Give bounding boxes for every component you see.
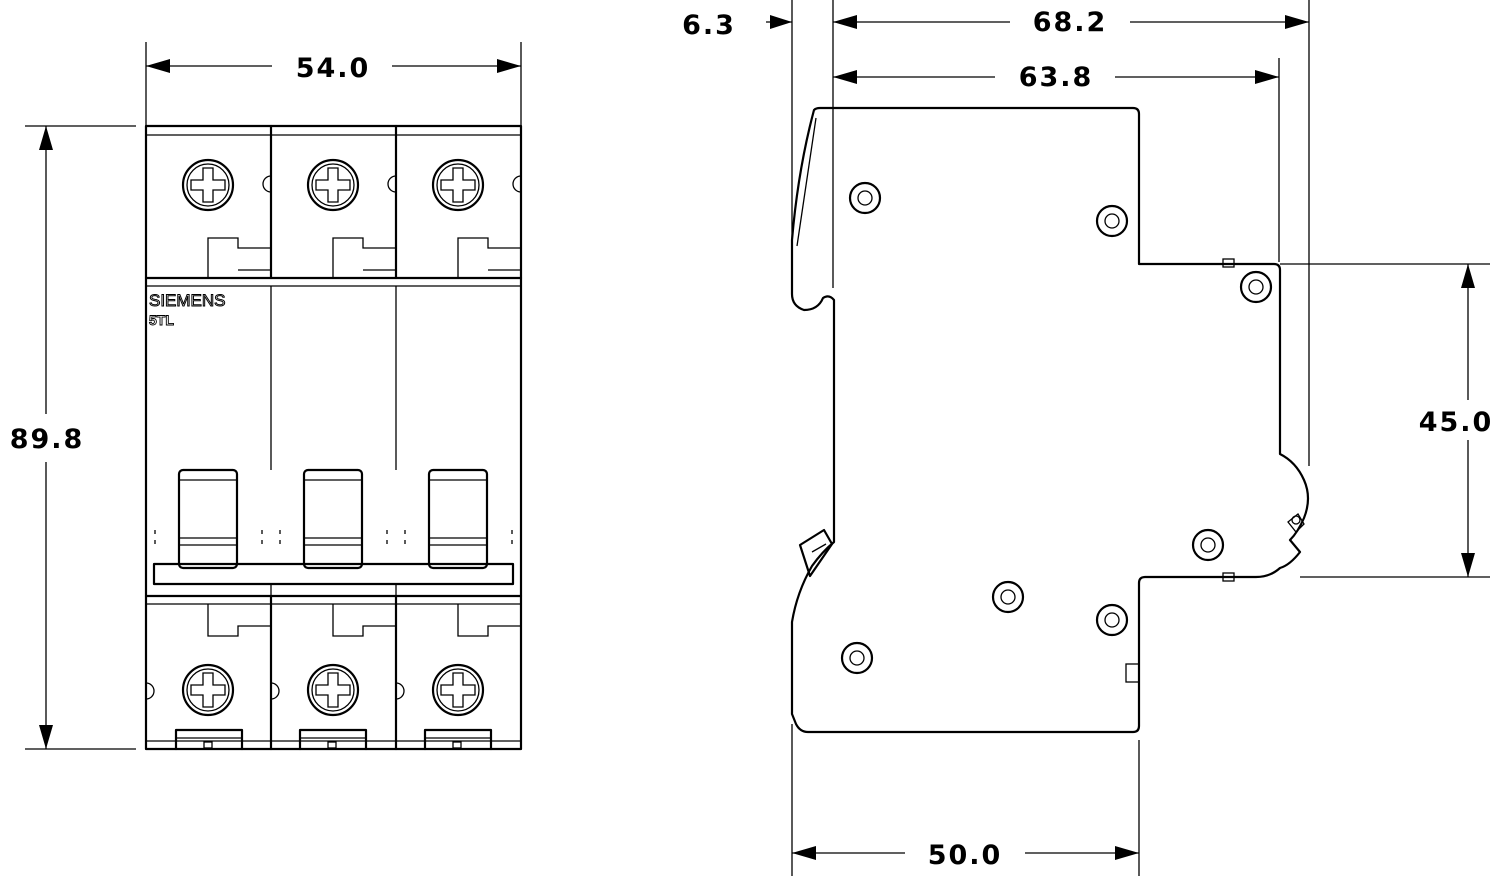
bottom-terminal-screw-2-icon [306,663,360,717]
top-terminal-blocks [144,124,523,280]
rivet-5-icon [991,580,1025,614]
front-view: SIEMENS 5TL [10,42,523,751]
rivet-6-icon [1095,603,1129,637]
rivet-1-icon [848,181,882,215]
side-module-height-label: 45.0 [1419,407,1494,438]
top-terminal-screw-2-icon [306,158,360,212]
side-depth-label: 63.8 [1019,62,1094,93]
front-height-dimension: 89.8 [10,125,136,750]
top-terminal-screw-3-icon [431,158,485,212]
front-body-outline [144,124,523,751]
side-rail-depth-label: 50.0 [928,840,1003,871]
bottom-terminal-screw-3-icon [431,663,485,717]
din-latch-2 [298,728,368,751]
rivet-3-icon [1239,270,1273,304]
top-terminal-screw-1-icon [181,158,235,212]
rivet-4-icon [1191,528,1225,562]
side-total-depth-label: 68.2 [1033,7,1108,38]
model-label: 5TL [149,312,174,328]
handle-tie-bar [152,562,515,586]
toggle-levers [152,468,515,586]
side-module-height-dimension: 45.0 [1280,263,1494,578]
front-height-label: 89.8 [10,424,85,455]
bottom-terminal-blocks [144,584,523,751]
side-offset-dimension: 6.3 [682,0,834,288]
side-total-depth-dimension: 68.2 [833,0,1310,466]
toggle-lever-3 [427,468,489,570]
front-width-label: 54.0 [296,53,371,84]
front-width-dimension: 54.0 [145,42,522,126]
bottom-terminal-screw-1-icon [181,663,235,717]
side-depth-dimension: 63.8 [833,58,1280,262]
side-rail-depth-dimension: 50.0 [791,724,1140,876]
side-offset-label: 6.3 [682,10,736,41]
toggle-lever-1 [177,468,239,570]
rivet-7-icon [840,641,874,675]
brand-label: SIEMENS [149,291,226,310]
rivet-2-icon [1095,204,1129,238]
side-body-outline [790,106,1310,734]
din-latch-1 [174,728,244,751]
side-view: 6.3 68.2 63.8 45.0 [682,0,1494,876]
din-latch-3 [423,728,493,751]
toggle-lever-2 [302,468,364,570]
